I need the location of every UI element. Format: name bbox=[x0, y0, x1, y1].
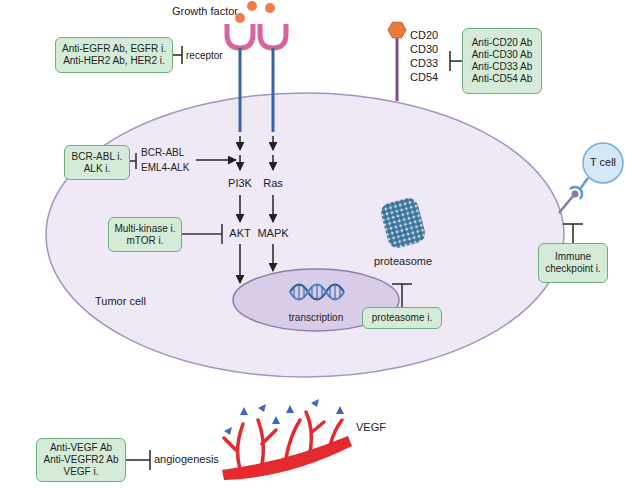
vegf-symbol bbox=[286, 405, 294, 413]
vessel-branch bbox=[224, 412, 342, 469]
inhibition-line bbox=[572, 224, 574, 243]
process-label: angiogenesis bbox=[154, 453, 219, 466]
blood-vessel bbox=[222, 436, 352, 480]
drug-box: Anti-CD20 Ab Anti-CD30 Ab Anti-CD33 Ab A… bbox=[462, 28, 542, 94]
drug-box: Anti-VEGF Ab Anti-VEGFR2 Ab VEGF i. bbox=[36, 438, 126, 482]
checkpoint-ligand-head bbox=[572, 191, 579, 198]
checkpoint-receptor bbox=[570, 187, 582, 199]
inhibition-line bbox=[126, 459, 150, 461]
drug-box: BCR-ABL i. ALK i. bbox=[64, 145, 130, 180]
vegf-symbol bbox=[311, 399, 319, 407]
vegf-symbol bbox=[240, 407, 248, 415]
ligand-label: Growth factor bbox=[172, 5, 238, 18]
marker-label: CD30 bbox=[410, 43, 438, 56]
node-text: Tumor cell bbox=[95, 295, 185, 308]
box-text: proteasome i. bbox=[367, 312, 437, 324]
checkpoint-ligand bbox=[559, 196, 573, 213]
surface-marker-stem bbox=[396, 38, 399, 101]
drug-box: proteasome i. bbox=[362, 307, 442, 329]
box-text: Multi-kinase i. mTOR i. bbox=[113, 223, 177, 247]
inhibition-line bbox=[173, 54, 182, 56]
pathway-label: Ras bbox=[263, 177, 283, 190]
receptor-symbol bbox=[227, 24, 253, 48]
box-text: Anti-CD20 Ab Anti-CD30 Ab Anti-CD33 Ab A… bbox=[467, 37, 537, 85]
drug-box: Multi-kinase i. mTOR i. bbox=[108, 217, 182, 252]
vegf-symbol bbox=[272, 416, 280, 424]
organelle-label: proteasome bbox=[374, 255, 432, 268]
drug-box: Anti-EGFR Ab, EGFR i. Anti-HER2 Ab, HER2… bbox=[55, 37, 173, 73]
fusion-kinase-label: BCR-ABL bbox=[141, 147, 184, 159]
box-text: BCR-ABL i. ALK i. bbox=[69, 151, 125, 175]
inhibition-bar bbox=[181, 46, 183, 64]
marker-label: CD33 bbox=[410, 57, 438, 70]
vegf-symbol bbox=[224, 427, 232, 435]
drug-box: Immune checkpoint i. bbox=[538, 243, 608, 283]
node-text: T cell bbox=[582, 156, 624, 169]
fusion-kinase-label: EML4-ALK bbox=[141, 162, 189, 174]
tumor-cell-shape bbox=[46, 93, 564, 377]
box-text: Anti-VEGF Ab Anti-VEGFR2 Ab VEGF i. bbox=[41, 442, 121, 478]
t-cell-shape bbox=[583, 143, 623, 183]
surface-marker-head bbox=[388, 22, 406, 38]
vegf-symbol bbox=[258, 404, 266, 412]
checkpoint-receptor-stem bbox=[580, 178, 588, 189]
receptor-label: receptor bbox=[186, 50, 223, 62]
marker-label: CD54 bbox=[410, 71, 438, 84]
inhibition-bar bbox=[563, 223, 583, 225]
vegf-symbol bbox=[336, 406, 344, 414]
pathway-label: AKT bbox=[229, 227, 250, 240]
inhibition-bar bbox=[449, 51, 451, 71]
growth-factor-ligand bbox=[247, 1, 257, 11]
factor-label: VEGF bbox=[356, 421, 386, 434]
inhibition-bar bbox=[149, 450, 151, 470]
pathway-label: MAPK bbox=[257, 227, 288, 240]
t-cell: T cell bbox=[582, 142, 624, 184]
inhibition-line bbox=[450, 60, 462, 62]
marker-label: CD20 bbox=[410, 29, 438, 42]
receptor-symbol bbox=[260, 24, 286, 48]
growth-factor-ligand bbox=[265, 3, 275, 13]
box-text: Anti-EGFR Ab, EGFR i. Anti-HER2 Ab, HER2… bbox=[60, 43, 168, 67]
pathway-label: PI3K bbox=[228, 177, 252, 190]
box-text: Immune checkpoint i. bbox=[543, 251, 603, 275]
